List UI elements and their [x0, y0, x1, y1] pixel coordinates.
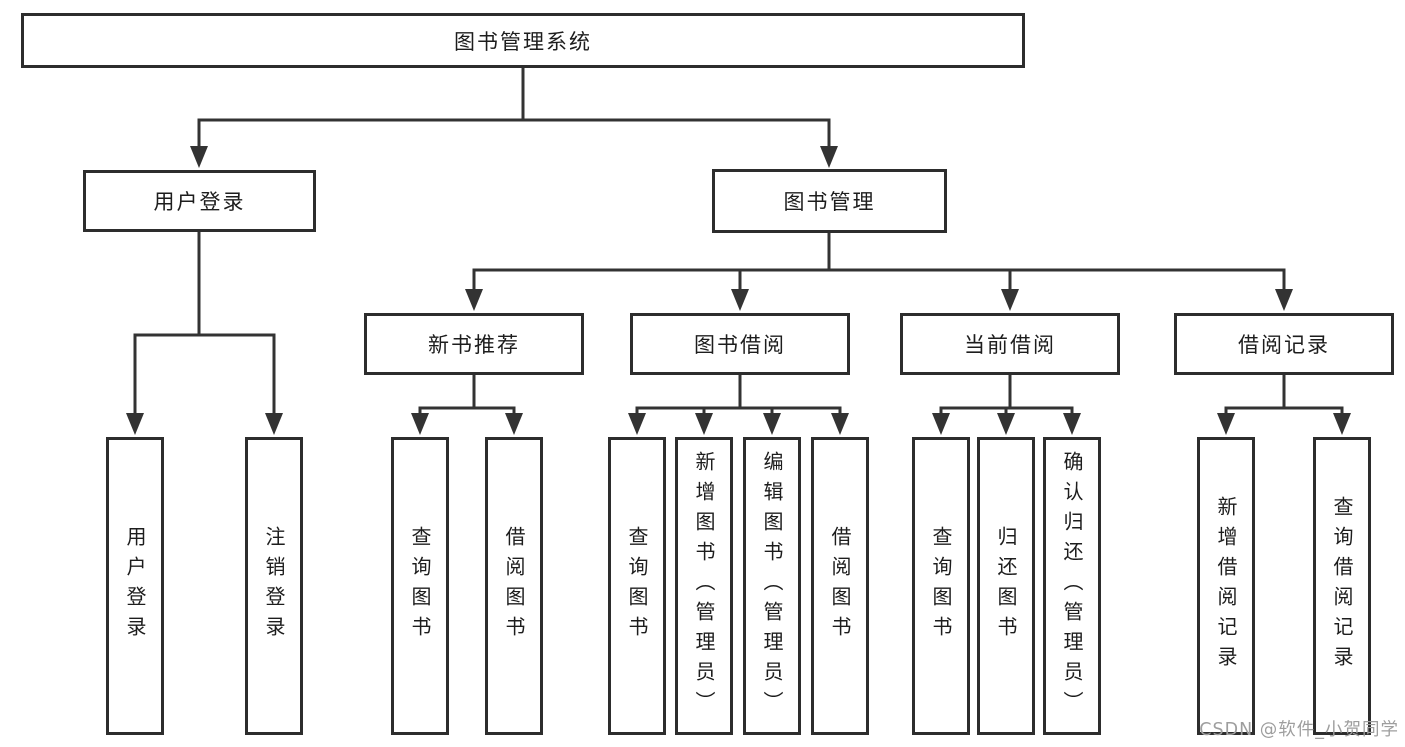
leaf-query-books-recommend-label: 查询图书	[408, 526, 432, 646]
node-book-borrowing-label: 图书借阅	[694, 333, 786, 357]
leaf-query-books-current: 查询图书	[912, 437, 970, 735]
node-current-borrowing-label: 当前借阅	[964, 333, 1056, 357]
node-book-management-label: 图书管理	[783, 190, 876, 214]
leaf-query-borrow-record: 查询借阅记录	[1313, 437, 1371, 735]
leaf-borrow-books: 借阅图书	[811, 437, 869, 735]
node-user-login: 用户登录	[83, 170, 316, 232]
leaf-query-borrow-record-label: 查询借阅记录	[1330, 496, 1354, 676]
node-current-borrowing: 当前借阅	[900, 313, 1120, 375]
leaf-user-login: 用户登录	[106, 437, 164, 735]
node-new-book-recommend: 新书推荐	[364, 313, 584, 375]
node-borrowing-records: 借阅记录	[1174, 313, 1394, 375]
leaf-return-books: 归还图书	[977, 437, 1035, 735]
node-borrowing-records-label: 借阅记录	[1238, 333, 1330, 357]
node-root: 图书管理系统	[21, 13, 1025, 68]
leaf-confirm-return-admin-label: 确认归还（管理员）	[1060, 451, 1084, 721]
node-book-borrowing: 图书借阅	[630, 313, 850, 375]
node-book-management: 图书管理	[712, 169, 947, 233]
leaf-add-book-admin-label: 新增图书（管理员）	[692, 451, 716, 721]
node-root-label: 图书管理系统	[454, 29, 592, 54]
watermark: CSDN @软件_小贺同学	[1199, 720, 1399, 740]
leaf-add-borrow-record: 新增借阅记录	[1197, 437, 1255, 735]
leaf-return-books-label: 归还图书	[994, 526, 1018, 646]
leaf-borrow-books-label: 借阅图书	[828, 526, 852, 646]
node-new-book-recommend-label: 新书推荐	[428, 333, 520, 357]
leaf-borrow-books-recommend-label: 借阅图书	[502, 526, 526, 646]
leaf-edit-book-admin: 编辑图书（管理员）	[743, 437, 801, 735]
leaf-logout: 注销登录	[245, 437, 303, 735]
leaf-query-books-current-label: 查询图书	[929, 526, 953, 646]
node-user-login-label: 用户登录	[153, 190, 246, 214]
leaf-query-books-borrowing-label: 查询图书	[625, 526, 649, 646]
leaf-borrow-books-recommend: 借阅图书	[485, 437, 543, 735]
leaf-user-login-label: 用户登录	[123, 526, 147, 646]
leaf-add-borrow-record-label: 新增借阅记录	[1214, 496, 1238, 676]
leaf-confirm-return-admin: 确认归还（管理员）	[1043, 437, 1101, 735]
leaf-add-book-admin: 新增图书（管理员）	[675, 437, 733, 735]
leaf-logout-label: 注销登录	[262, 526, 286, 646]
leaf-query-books-borrowing: 查询图书	[608, 437, 666, 735]
leaf-query-books-recommend: 查询图书	[391, 437, 449, 735]
leaf-edit-book-admin-label: 编辑图书（管理员）	[760, 451, 784, 721]
